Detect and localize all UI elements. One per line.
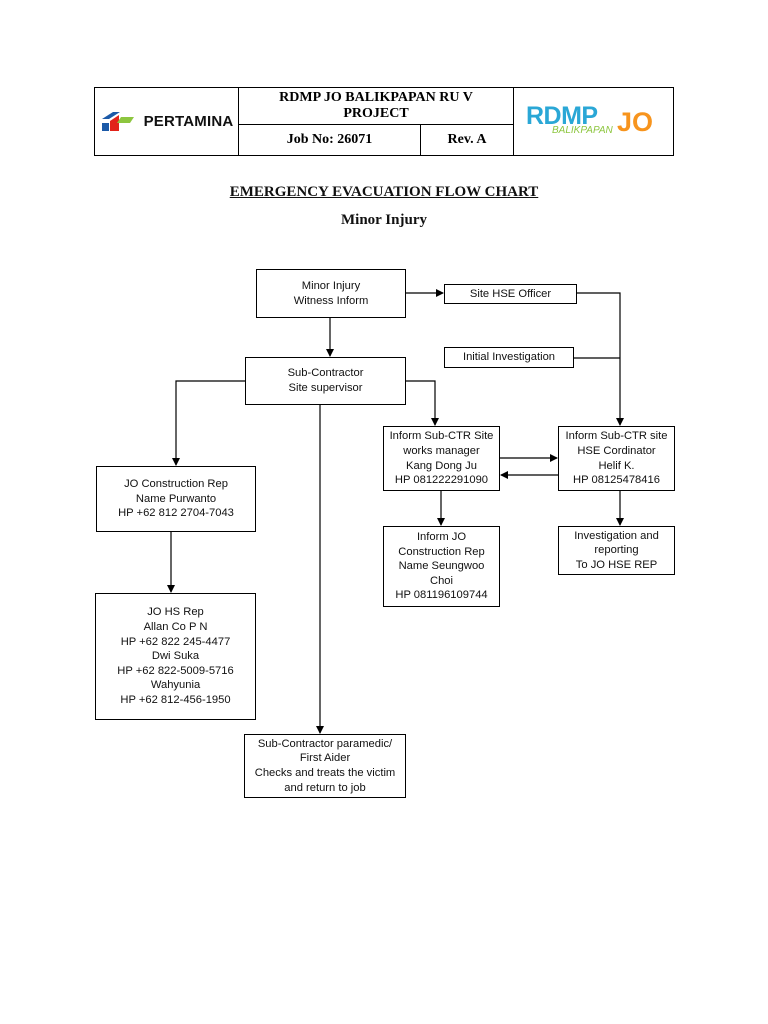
- node-inform-jo-construction-rep: Inform JO Construction Rep Name Seungwoo…: [383, 526, 500, 607]
- node-jo-construction-rep-purwanto: JO Construction Rep Name Purwanto HP +62…: [96, 466, 256, 532]
- pertamina-emblem-icon: [101, 111, 134, 131]
- node-label: Initial Investigation: [462, 351, 556, 364]
- node-label: JO HS Rep Allan Co P N HP +62 822 245-44…: [117, 606, 234, 706]
- node-label: Minor Injury Witness Inform: [293, 279, 369, 307]
- node-label: Inform Sub-CTR Site works manager Kang D…: [389, 430, 494, 487]
- revision: Rev. A: [447, 132, 487, 147]
- job-number: Job No: 26071: [286, 132, 373, 147]
- node-label: Site HSE Officer: [469, 287, 552, 300]
- jo-logo-text: JO: [617, 107, 654, 137]
- header-divider: [420, 124, 421, 155]
- node-label: Sub-Contractor paramedic/ First Aider Ch…: [254, 737, 396, 794]
- arrow-supervisor-to-works-manager: [406, 380, 439, 426]
- chart-subtitle: Minor Injury: [341, 212, 427, 228]
- pertamina-logo: PERTAMINA: [95, 88, 238, 155]
- node-label: Sub-Contractor Site supervisor: [287, 367, 364, 394]
- header-divider: [238, 88, 239, 155]
- arrow-supervisor-to-jo-rep: [172, 380, 245, 466]
- header-table: PERTAMINA RDMP JO BALIKPAPAN RU V PROJEC…: [94, 87, 674, 156]
- node-jo-hs-rep: JO HS Rep Allan Co P N HP +62 822 245-44…: [95, 593, 256, 720]
- node-inform-works-manager: Inform Sub-CTR Site works manager Kang D…: [383, 426, 500, 491]
- rdmp-jo-logo: RDMP BALIKPAPAN JO: [514, 88, 673, 155]
- node-sub-contractor-supervisor: Sub-Contractor Site supervisor: [245, 357, 406, 405]
- chart-title: EMERGENCY EVACUATION FLOW CHART: [229, 184, 539, 200]
- node-minor-injury-witness: Minor Injury Witness Inform: [256, 269, 406, 318]
- header-divider: [513, 88, 514, 155]
- header-divider: [238, 124, 514, 125]
- node-initial-investigation: Initial Investigation: [444, 347, 574, 368]
- node-paramedic-first-aider: Sub-Contractor paramedic/ First Aider Ch…: [244, 734, 406, 798]
- node-label: Investigation and reporting To JO HSE RE…: [574, 529, 659, 571]
- node-inform-hse-coordinator: Inform Sub-CTR site HSE Cordinator Helif…: [558, 426, 675, 491]
- node-site-hse-officer: Site HSE Officer: [444, 284, 577, 304]
- node-label: Inform Sub-CTR site HSE Cordinator Helif…: [565, 430, 668, 487]
- project-title: RDMP JO BALIKPAPAN RU V PROJECT: [279, 90, 473, 121]
- pertamina-wordmark: PERTAMINA: [143, 113, 234, 130]
- rdmp-logo-text: RDMP: [526, 102, 598, 130]
- arrow-hse-officer-to-coordinator: [577, 292, 624, 426]
- node-label: JO Construction Rep Name Purwanto HP +62…: [118, 478, 234, 520]
- balikpapan-logo-text: BALIKPAPAN: [552, 125, 613, 136]
- node-investigation-reporting: Investigation and reporting To JO HSE RE…: [558, 526, 675, 575]
- node-label: Inform JO Construction Rep Name Seungwoo…: [395, 531, 488, 602]
